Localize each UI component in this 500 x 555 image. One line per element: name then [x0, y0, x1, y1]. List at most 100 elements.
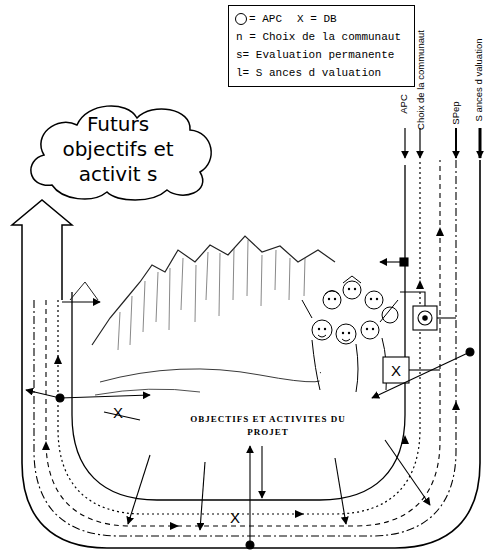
hollow-arrow	[12, 200, 72, 300]
legend-circle-shape	[236, 14, 247, 25]
cloud-shape	[31, 106, 211, 200]
track-symbols-part	[200, 462, 205, 530]
track-symbols-part-part	[295, 510, 304, 518]
people-group-part-part	[328, 298, 330, 300]
mountain-sketch-part-part	[275, 250, 276, 290]
mountain-sketch-part-part	[130, 296, 132, 345]
mountain-sketch-part-part	[156, 272, 158, 322]
track-symbols-part	[249, 446, 250, 545]
mountain-sketch-part-part	[195, 265, 196, 322]
mountain-sketch-part-part	[169, 268, 170, 330]
track-lane	[58, 160, 420, 514]
people-group-part-part	[370, 298, 372, 300]
input-arrows-part	[404, 128, 405, 158]
people-group-part	[318, 288, 378, 334]
track-symbols-part-part	[54, 355, 62, 364]
mountain-sketch-part	[70, 282, 98, 300]
legend-text: X = DB	[297, 11, 337, 27]
people-group-part-part	[354, 288, 356, 290]
people-group-part	[302, 300, 312, 318]
track-lane	[34, 160, 456, 536]
lane-label: Choix de la communaut	[415, 30, 426, 130]
mountain-sketch-part	[92, 236, 335, 345]
track-lane	[22, 160, 480, 548]
mountain-sketch-part	[118, 240, 305, 350]
cloud-text: Futurs objectifs et activit s	[43, 112, 193, 187]
track-symbols	[26, 227, 474, 549]
track-lane	[46, 160, 440, 526]
people-group-part	[323, 291, 341, 309]
input-arrows-part	[419, 128, 420, 158]
track-symbols-part	[413, 306, 437, 330]
track-symbols-part	[437, 317, 456, 318]
track-lane	[72, 165, 405, 500]
mountain-sketch-part-part	[206, 252, 208, 300]
track-outline	[15, 150, 487, 552]
mountain-sketch	[70, 236, 335, 395]
lane-label: APC	[398, 94, 409, 114]
people-group-part	[318, 335, 350, 341]
mountain-sketch-part-part	[304, 258, 305, 296]
lane-label: SPep	[450, 101, 461, 124]
people-group-part-part	[366, 328, 368, 330]
input-arrows-part	[479, 128, 482, 158]
track-symbols-part	[372, 352, 470, 398]
people-group-part-part	[376, 298, 378, 300]
legend-box: = APC X = DB n = Choix de la communaut s= E…	[228, 5, 415, 87]
track-symbols-part	[418, 311, 432, 325]
project-track: OBJECTIFS ET ACTIVITES DU PROJET	[15, 150, 487, 552]
mountain-sketch-part-part	[289, 258, 290, 300]
track-symbols-part	[62, 301, 100, 302]
track-symbols-part-part	[170, 522, 179, 530]
track-symbols-part	[128, 455, 150, 524]
people-group-part-part	[348, 332, 350, 334]
track-symbols-part-part	[416, 280, 424, 289]
mountain-sketch-part-part	[247, 240, 248, 296]
track-symbols-part	[380, 261, 400, 262]
legend-text: l= S ances d valuation	[236, 65, 381, 81]
mountain-sketch-part-part	[143, 281, 145, 332]
db-marker: X	[391, 362, 401, 379]
project-title: OBJECTIFS ET ACTIVITES DU PROJET	[188, 413, 348, 439]
legend-text: n = Choix de la communaut	[236, 29, 401, 45]
cloud-node: Futurs objectifs et activit s	[22, 100, 215, 200]
mountain-sketch-part	[95, 389, 200, 395]
track-symbols-part	[400, 292, 425, 306]
mountain-sketch-part-part	[233, 248, 234, 300]
mountain-sketch-part-part	[181, 258, 183, 310]
track-symbols-part	[42, 227, 460, 530]
people-group-part	[365, 291, 383, 309]
track-symbols-part-part	[42, 441, 50, 450]
track-symbols-part	[26, 390, 60, 398]
mountain-sketch-part-part	[261, 255, 262, 306]
legend-text: s= Evaluation permanente	[236, 47, 394, 63]
track-symbols-part	[400, 258, 408, 266]
people-group-part-part	[324, 328, 326, 330]
legend-text: = APC	[249, 11, 282, 27]
people-group-part	[343, 281, 361, 299]
people-group-part	[312, 338, 387, 392]
legend-circle	[234, 12, 248, 26]
input-arrows	[405, 128, 480, 158]
people-group-part-part	[348, 288, 350, 290]
track-symbols-part	[383, 357, 409, 383]
track-symbols-part	[409, 369, 440, 370]
track-symbols-part-part	[436, 227, 444, 236]
mountain-sketch-part-part	[219, 253, 220, 316]
people-group-part	[343, 276, 361, 283]
db-marker: X	[113, 404, 123, 421]
people-group-part	[380, 300, 398, 322]
track-symbols-part	[335, 458, 346, 524]
track-symbols-part	[385, 440, 430, 505]
mountain-sketch-part-part	[118, 312, 120, 350]
people-group-part-part	[342, 332, 344, 334]
track-symbols-part	[60, 395, 150, 398]
people-group-part-part	[372, 328, 374, 330]
track-symbols-part	[261, 446, 262, 498]
lane-label: S ances d valuation	[473, 39, 484, 122]
track-symbols-part	[423, 316, 427, 320]
people-group-part	[325, 291, 339, 295]
people-group-part-part	[318, 328, 320, 330]
track-symbols-part-part	[452, 401, 460, 410]
